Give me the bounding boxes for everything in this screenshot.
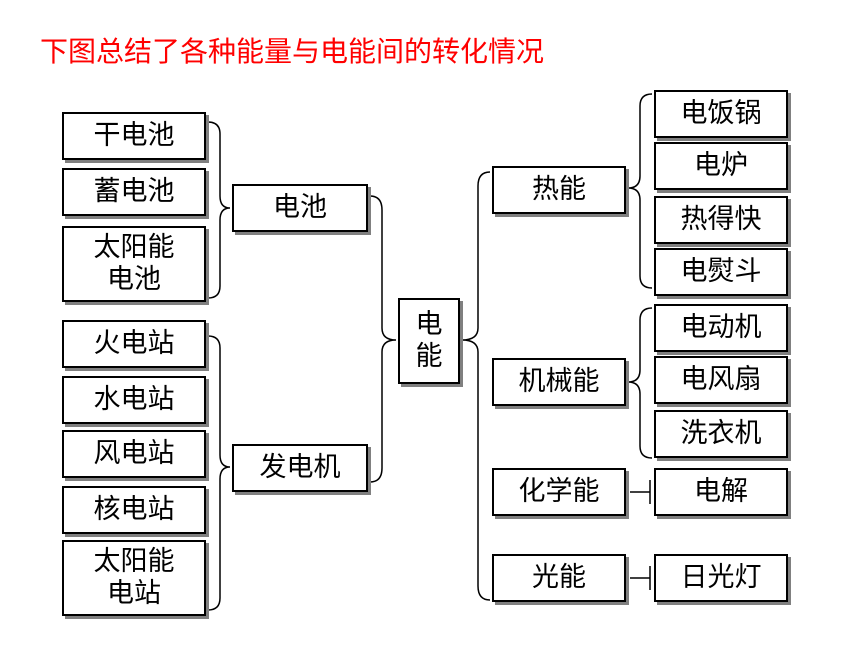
appliance-motor: 电动机 bbox=[654, 304, 788, 352]
brace-batteries bbox=[207, 121, 231, 299]
brace-heat bbox=[627, 93, 653, 289]
appliance-electric-stove: 电炉 bbox=[654, 142, 788, 190]
brace-mechanical bbox=[627, 307, 653, 459]
appliance-iron: 电熨斗 bbox=[654, 248, 788, 296]
group-generator: 发电机 bbox=[232, 444, 368, 492]
center-electric-energy: 电 能 bbox=[398, 298, 460, 384]
link-light bbox=[630, 566, 651, 590]
energy-mechanical: 机械能 bbox=[492, 358, 626, 406]
battery-dry-cell: 干电池 bbox=[62, 112, 206, 160]
energy-chemical: 化学能 bbox=[492, 468, 626, 516]
brace-outputs bbox=[461, 171, 491, 601]
appliance-immersion-heater: 热得快 bbox=[654, 196, 788, 244]
brace-to-center bbox=[369, 195, 397, 483]
appliance-electrolysis: 电解 bbox=[654, 468, 788, 516]
station-nuclear: 核电站 bbox=[62, 486, 206, 534]
energy-light: 光能 bbox=[492, 554, 626, 602]
appliance-rice-cooker: 电饭锅 bbox=[654, 90, 788, 138]
appliance-washer: 洗衣机 bbox=[654, 410, 788, 458]
group-battery: 电池 bbox=[232, 184, 368, 232]
page-title: 下图总结了各种能量与电能间的转化情况 bbox=[40, 35, 545, 68]
station-wind: 风电站 bbox=[62, 430, 206, 478]
link-chemical bbox=[630, 480, 651, 504]
energy-heat: 热能 bbox=[492, 166, 626, 214]
brace-stations bbox=[207, 335, 231, 611]
battery-storage: 蓄电池 bbox=[62, 168, 206, 216]
battery-solar: 太阳能 电池 bbox=[62, 226, 206, 302]
station-hydro: 水电站 bbox=[62, 376, 206, 424]
station-solar: 太阳能 电站 bbox=[62, 540, 206, 616]
station-thermal: 火电站 bbox=[62, 320, 206, 368]
appliance-fan: 电风扇 bbox=[654, 356, 788, 404]
appliance-fluorescent-lamp: 日光灯 bbox=[654, 554, 788, 602]
